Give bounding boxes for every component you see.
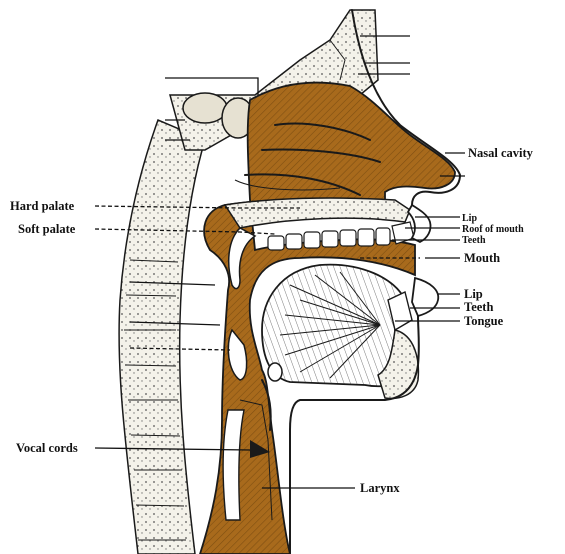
label-roof-of-mouth: Roof of mouth xyxy=(462,224,524,235)
lower-lip xyxy=(412,278,438,316)
spine xyxy=(119,120,205,554)
hard-palate-shelf xyxy=(225,198,410,228)
label-lip-lower: Lip xyxy=(464,287,483,301)
label-tongue: Tongue xyxy=(464,314,504,328)
label-vocal-cords: Vocal cords xyxy=(16,441,78,455)
label-soft-palate: Soft palate xyxy=(18,222,76,236)
label-nasal-cavity: Nasal cavity xyxy=(468,146,534,160)
label-lip-upper: Lip xyxy=(462,213,477,224)
label-teeth-upper: Teeth xyxy=(462,235,486,246)
label-teeth-lower: Teeth xyxy=(464,300,493,314)
hyoid-bone xyxy=(268,363,282,381)
label-hard-palate: Hard palate xyxy=(10,199,75,213)
label-mouth: Mouth xyxy=(464,251,500,265)
label-larynx: Larynx xyxy=(360,481,400,495)
sinus-left xyxy=(183,93,227,123)
